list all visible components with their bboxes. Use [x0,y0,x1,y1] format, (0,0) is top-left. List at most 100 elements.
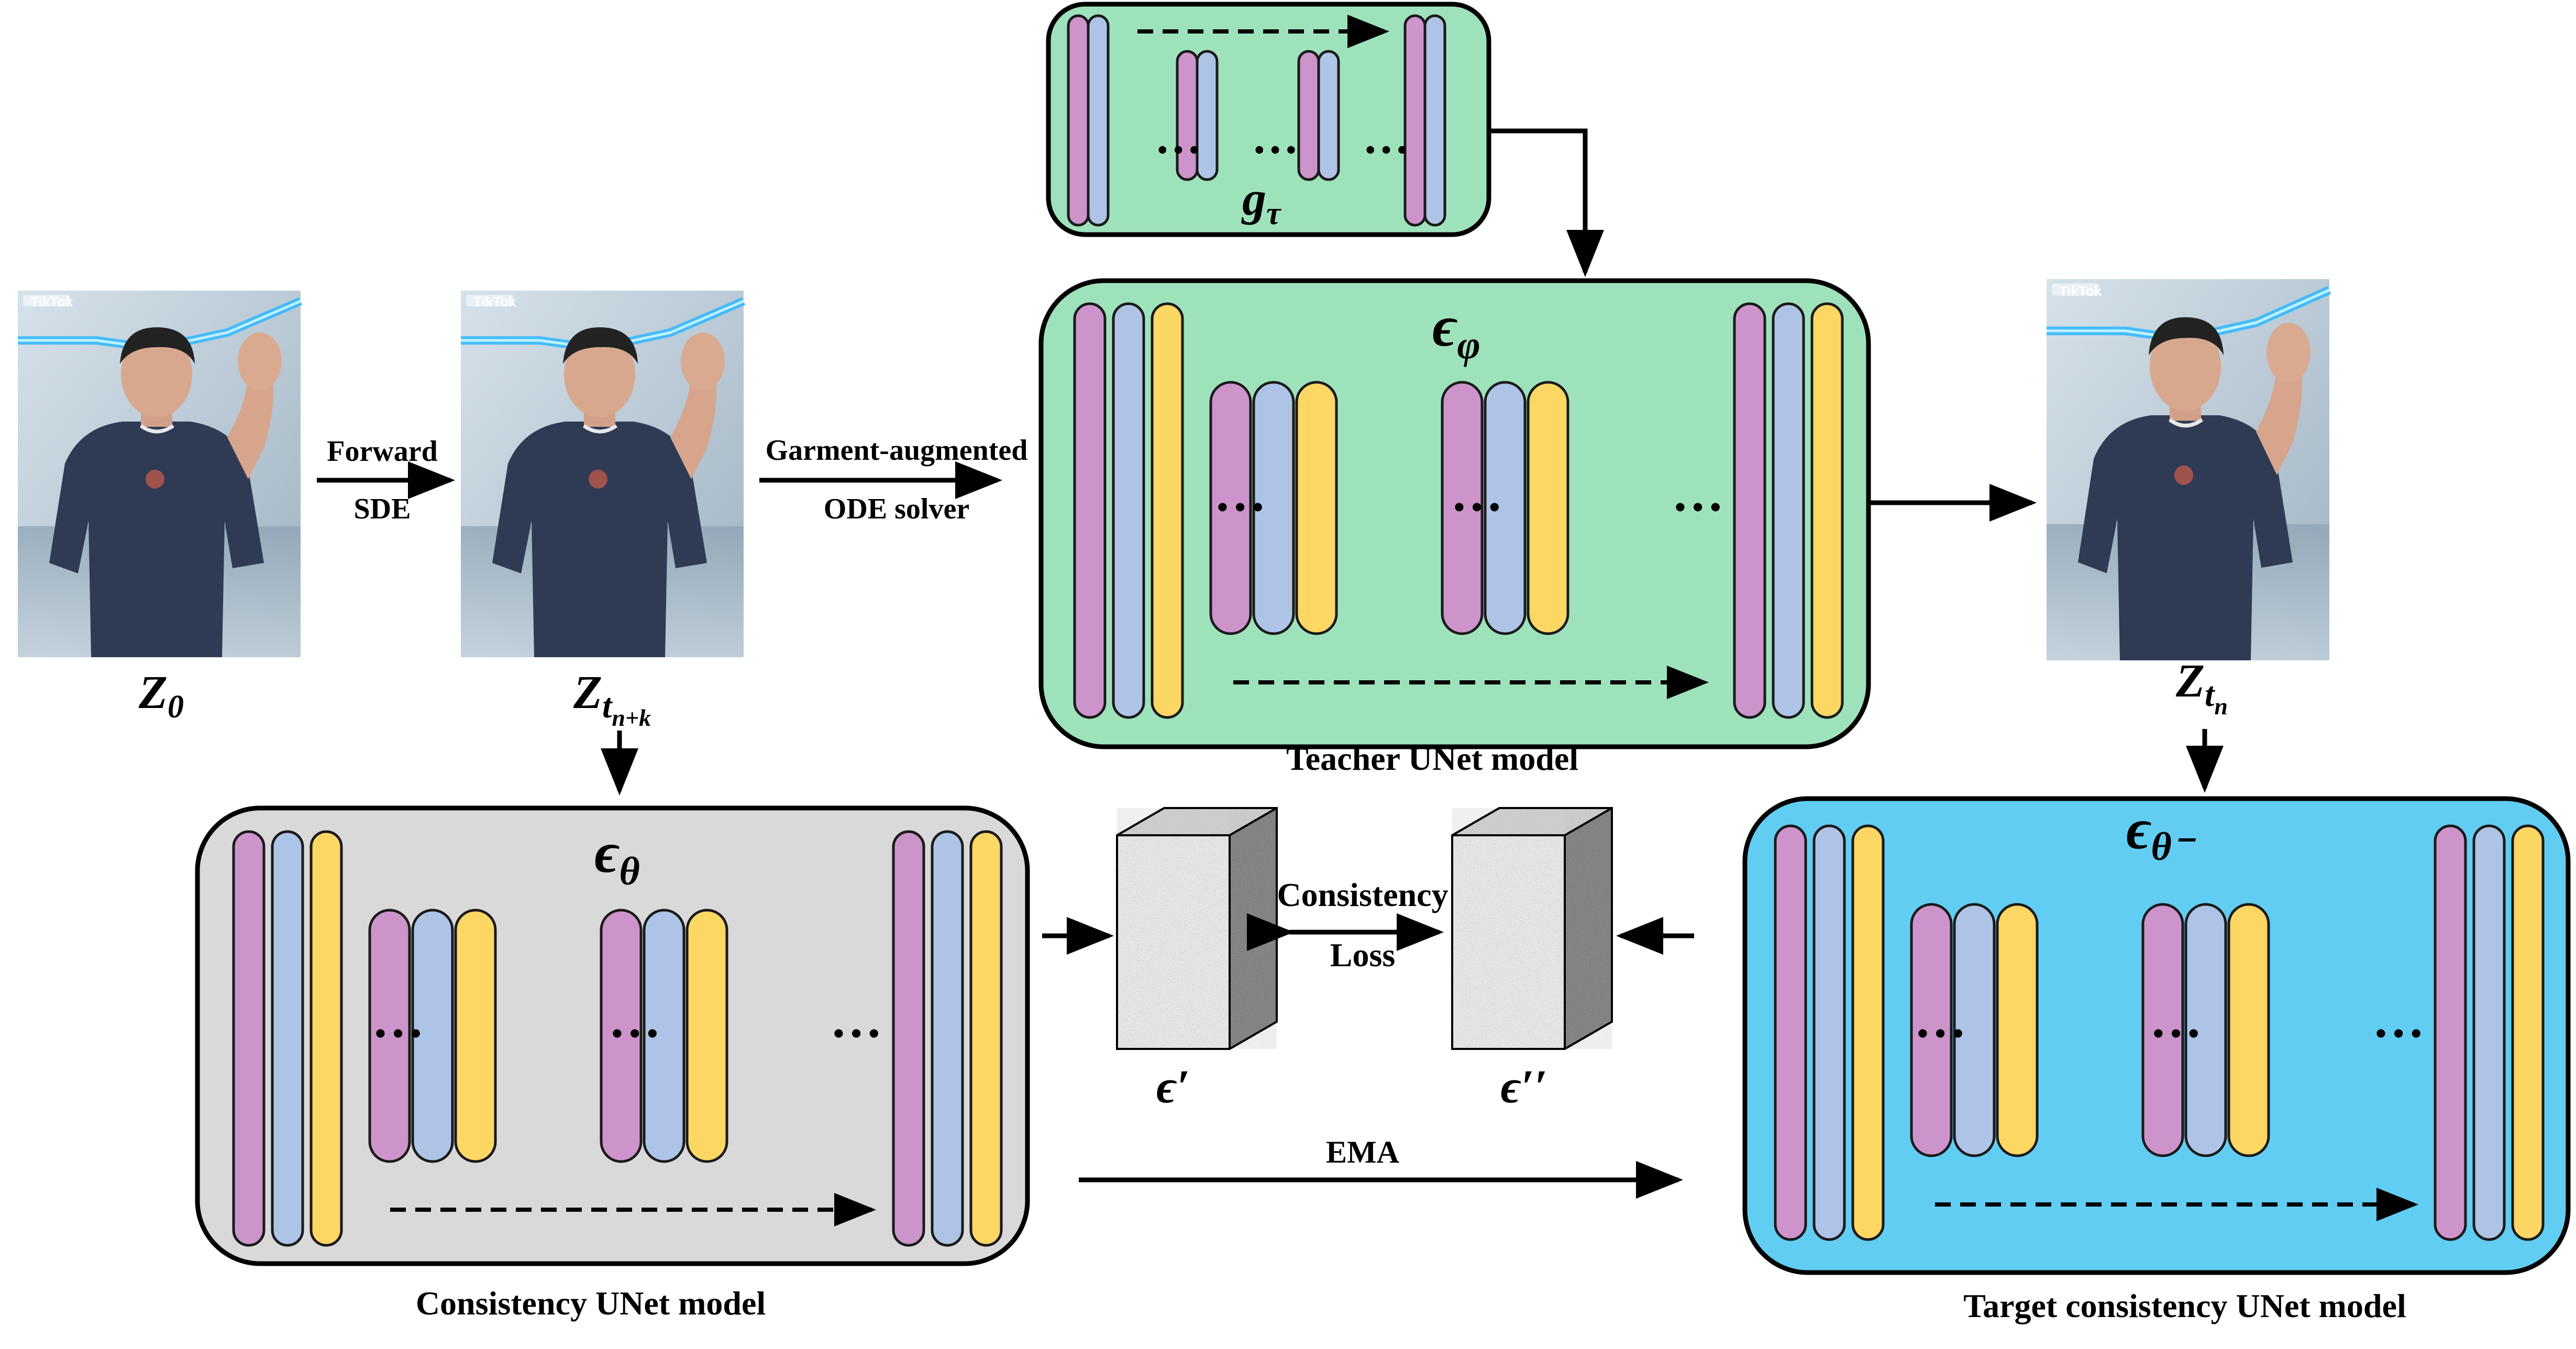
consistency-outer-left-layer-blue [271,830,304,1247]
consistency-outer-right-layer-pink [892,830,925,1247]
teacher-symbol-sub: φ [1457,323,1480,367]
g-tau-ellipsis-2: … [1252,112,1299,163]
teacher-outer-left-layer-blue [1112,302,1145,719]
noise-left-label: ϵ′ [1156,1061,1190,1113]
target-caption: Target consistency UNet model [1963,1287,2406,1324]
frame-z0-watermark: TikTok [30,294,73,309]
target-block: … … … ϵθ⁻ Target consistency UNet model [1742,796,2571,1324]
target-inner-2-layer-pink [2141,903,2184,1157]
target-outer-left-layer-yellow [1851,824,1885,1241]
g-tau-symbol-main: g [1241,172,1266,225]
teacher-inner-2-layer-pink [1441,381,1484,635]
consistency-inner-2-layer-blue [643,909,686,1163]
target-symbol-sub: θ⁻ [2151,825,2196,869]
g-tau-pair-2-pink [1297,50,1320,181]
teacher-inner-1-layer-yellow [1295,381,1338,635]
consistency-outer-left-layer-yellow [309,830,343,1247]
frame-z0: TikTok Z0 [18,291,301,725]
g-tau-ellipsis-3: … [1363,112,1410,163]
ema-label: EMA [1326,1135,1399,1169]
ode-solver-label-1: Garment-augmented [766,434,1028,467]
teacher-symbol: ϵφ [1432,294,1480,367]
consistency-symbol-sub: θ [619,849,639,893]
noise-cube-left: ϵ′ [1117,808,1277,1113]
teacher-symbol-main: ϵ [1432,294,1457,358]
g-tau-pair-0-pink [1067,14,1090,227]
target-outer-left-layer-pink [1774,824,1807,1241]
consistency-inner-2-layer-yellow [686,909,728,1163]
consistency-ellipsis-2: … [609,990,661,1048]
frame-ztnk-watermark: TikTok [473,294,516,309]
teacher-outer-right-layer-pink [1733,302,1766,719]
consistency-outer-right-layer-blue [931,830,964,1247]
target-outer-right-layer-yellow [2511,824,2545,1241]
teacher-caption: Teacher UNet model [1286,740,1578,777]
frame-ztn-label: Ztn [2175,655,2228,720]
teacher-inner-2-layer-yellow [1527,381,1569,635]
teacher-ellipsis-2: … [1451,464,1503,522]
teacher-ellipsis-1: … [1214,464,1266,522]
frame-ztnk: TikTok Ztn+k [461,291,744,731]
target-columns [1774,824,2545,1241]
g-tau-pair-2-blue [1317,50,1340,181]
consistency-symbol-main: ϵ [594,821,620,884]
teacher-inner-1-layer-blue [1252,381,1295,635]
consistency-inner-2-layer-pink [600,909,643,1163]
target-outer-left-layer-blue [1812,824,1846,1241]
consistency-caption: Consistency UNet model [416,1285,766,1322]
g-tau-symbol-sub: τ [1266,196,1282,231]
g-tau-box [1046,2,1491,237]
target-ellipsis-3: … [2372,990,2425,1048]
g-tau-pair-1-blue [1196,50,1219,181]
g-tau-columns [1067,14,1446,227]
target-outer-right-layer-blue [2472,824,2506,1241]
frame-ztn-label-main: Z [2175,655,2205,707]
g-tau-pair-0-blue [1087,14,1110,227]
consistency-inner-1-layer-pink [368,909,411,1163]
g-tau-ellipsis-1: … [1155,112,1202,163]
target-symbol: ϵθ⁻ [2126,797,2196,869]
consistency-loss-label-2: Loss [1330,936,1396,974]
teacher-ellipsis-3: … [1672,464,1724,522]
forward-sde-label-1: Forward [327,435,438,468]
frame-ztnk-label-main: Z [573,667,602,718]
target-inner-1-layer-yellow [1996,903,2039,1157]
teacher-outer-right-layer-yellow [1810,302,1844,719]
teacher-columns [1073,302,1844,719]
consistency-outer-right-layer-yellow [969,830,1003,1247]
g-tau-block: … … … gτ [1046,2,1491,237]
frame-ztn: TikTok Ztn [2047,279,2329,720]
frame-z0-label: Z0 [138,667,184,725]
frame-ztn-label-sub: t [2205,676,2215,714]
forward-sde-label-2: SDE [354,493,411,525]
target-inner-2-layer-yellow [2227,903,2270,1157]
frame-ztn-watermark: TikTok [2059,283,2102,299]
frame-ztnk-label: Ztn+k [573,667,651,731]
consistency-inner-1-layer-yellow [454,909,497,1163]
noise-right-label: ϵ′′ [1500,1061,1547,1113]
consistency-block: … … … ϵθ Consistency UNet model [195,805,1030,1322]
target-ellipsis-2: … [2150,990,2202,1048]
consistency-outer-left-layer-pink [232,830,266,1247]
teacher-block: … … … ϵφ Teacher UNet model [1038,278,1871,777]
frame-ztnk-label-sub: t [602,687,613,725]
g-tau-symbol: gτ [1241,172,1282,231]
frame-z0-label-main: Z [138,667,168,718]
frame-z0-label-sub: 0 [168,689,184,725]
target-outer-right-layer-pink [2434,824,2467,1241]
teacher-inner-1-layer-pink [1209,381,1252,635]
consistency-symbol: ϵθ [594,821,640,893]
teacher-outer-left-layer-pink [1073,302,1107,719]
teacher-outer-left-layer-yellow [1151,302,1184,719]
target-inner-1-layer-blue [1953,903,1996,1157]
consistency-loss-label-1: Consistency [1277,876,1448,913]
frame-ztnk-label-subsub: n+k [612,704,651,731]
consistency-ellipsis-3: … [830,990,882,1048]
target-symbol-main: ϵ [2126,797,2151,861]
g-tau-to-teacher-arrow [1489,128,1604,277]
teacher-outer-right-layer-blue [1772,302,1805,719]
g-tau-pair-3-blue [1423,14,1446,227]
target-ellipsis-1: … [1914,990,1966,1048]
frame-ztn-label-subsub: n [2214,693,2228,720]
